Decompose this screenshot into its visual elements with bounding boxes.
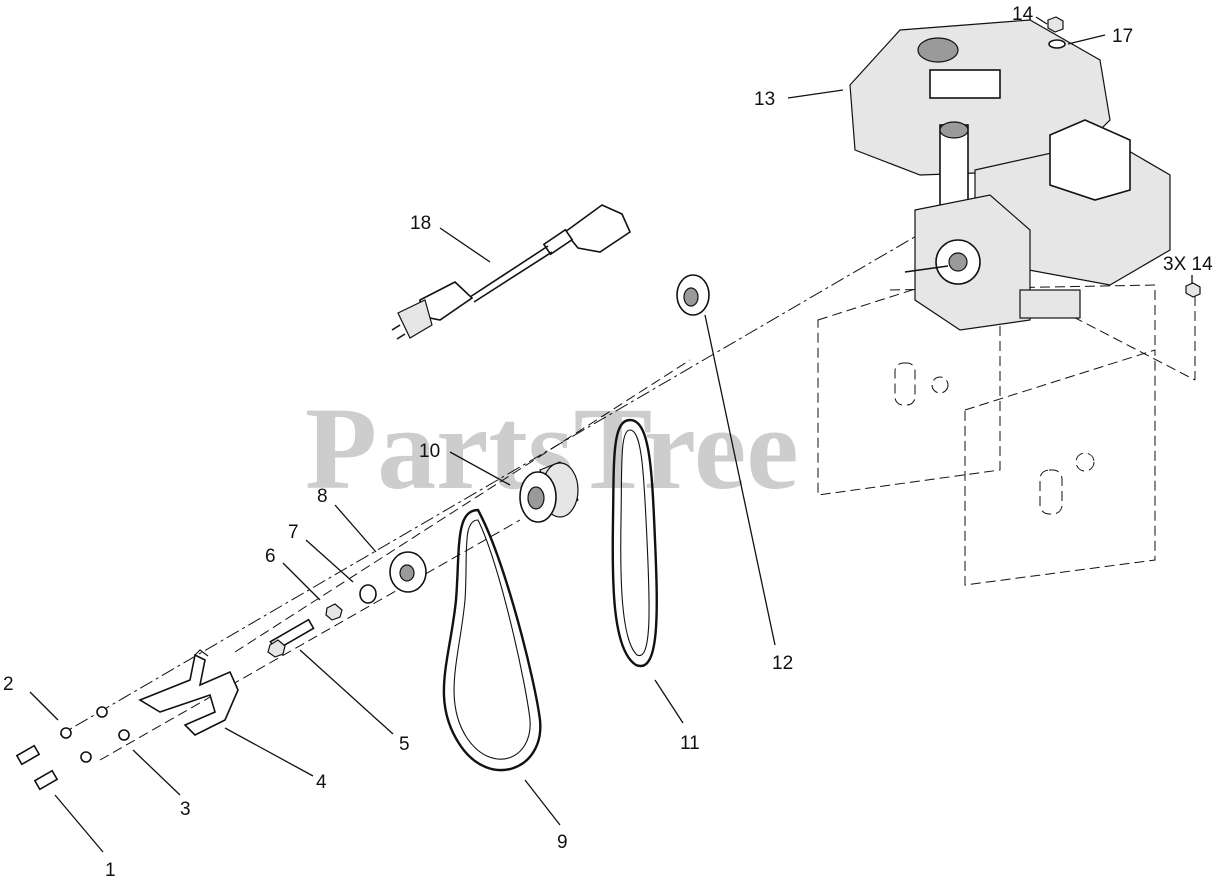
- callout-10: 10: [419, 441, 440, 462]
- callout-14: 14: [1012, 4, 1034, 25]
- callout-18: 18: [410, 213, 431, 234]
- washer-part-7: [359, 584, 377, 604]
- pulley-part-10: [519, 461, 579, 523]
- belt-part-9: [442, 508, 542, 772]
- callout-1: 1: [105, 860, 116, 881]
- engine-part-13: [849, 19, 1171, 331]
- callout-3x14: 3X 14: [1163, 254, 1213, 275]
- callout-5: 5: [399, 734, 410, 755]
- callout-12: 12: [772, 653, 793, 674]
- belt-part-11: [611, 418, 658, 668]
- pulley-part-12: [676, 274, 710, 316]
- bolt-part-1: [15, 744, 59, 791]
- washer-part-2: [60, 706, 108, 739]
- nut-part-3x14: [1185, 282, 1201, 298]
- callout-13: 13: [754, 89, 775, 110]
- nut-part-14: [1047, 16, 1064, 33]
- bolt-part-5: [267, 618, 315, 658]
- washer-part-3: [80, 729, 130, 763]
- washer-part-17: [1048, 39, 1066, 49]
- callout-4: 4: [316, 772, 327, 793]
- leader-lines: [29, 16, 1193, 853]
- callouts: 1 2 3 4 5 6 7 8 9 10 11 12 13 14 17 18 3…: [3, 4, 1213, 881]
- callout-6: 6: [265, 546, 276, 567]
- callout-11: 11: [680, 733, 700, 754]
- assembly-centerlines: [59, 227, 1196, 761]
- callout-8: 8: [317, 486, 328, 507]
- callout-7: 7: [288, 522, 299, 543]
- callout-3: 3: [180, 799, 191, 820]
- nut-part-6: [325, 603, 343, 621]
- idler-pulley-part-8: [389, 551, 427, 593]
- cord-part-18: [391, 204, 632, 340]
- callout-9: 9: [557, 832, 568, 853]
- callout-17: 17: [1112, 26, 1133, 47]
- callout-2: 2: [3, 674, 14, 695]
- bracket-part-4: [138, 649, 239, 736]
